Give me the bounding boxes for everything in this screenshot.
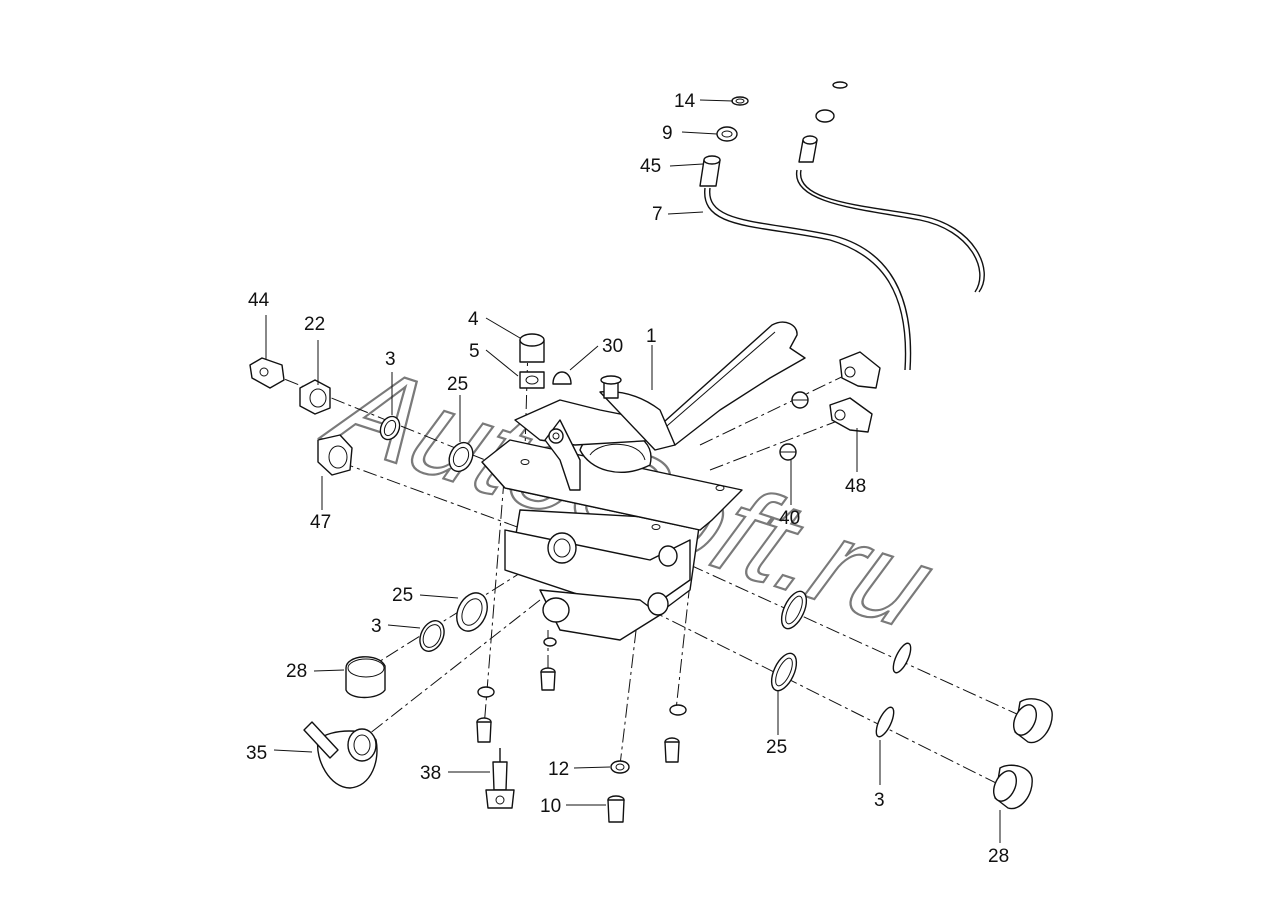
- washer-left-lower: [477, 686, 495, 698]
- callout-28-left: 28: [286, 661, 307, 682]
- o-ring-3-top: [379, 415, 401, 441]
- fitting-44: [249, 357, 285, 389]
- washer-14-b: [832, 81, 848, 89]
- seal-25-left: [456, 592, 488, 632]
- screw-center-lower: [540, 667, 556, 691]
- callout-45: 45: [640, 156, 661, 177]
- callout-30: 30: [602, 336, 623, 357]
- callout-3-left: 3: [371, 616, 382, 637]
- cap-4: [519, 333, 545, 363]
- nut-9-b: [815, 109, 835, 123]
- seal-25-right-upper: [780, 590, 808, 630]
- ball-40-b: [779, 443, 797, 461]
- plug-28-right-lower: [992, 764, 1033, 810]
- callout-4: 4: [468, 309, 479, 330]
- callout-25-left: 25: [392, 585, 413, 606]
- fitting-47: [317, 434, 353, 476]
- screw-10: [607, 795, 625, 823]
- callout-48: 48: [845, 476, 866, 497]
- sleeve-45-b: [798, 135, 818, 163]
- callout-3-top: 3: [385, 349, 396, 370]
- callout-25-bottom: 25: [766, 737, 787, 758]
- callout-7: 7: [652, 204, 663, 225]
- washer-center-lower: [543, 637, 557, 647]
- callout-9: 9: [662, 123, 673, 144]
- callout-47: 47: [310, 512, 331, 533]
- callout-14: 14: [674, 91, 696, 112]
- callout-25-top: 25: [447, 374, 468, 395]
- callout-35: 35: [246, 743, 267, 764]
- callout-labels: 14 9 45 7 44 22 3 25 4 5 30 1 47 48 40 2…: [246, 91, 1009, 867]
- callout-1: 1: [646, 326, 657, 347]
- drain-valve-35: [303, 721, 378, 789]
- callout-5: 5: [469, 341, 480, 362]
- elbow-48-lower: [829, 397, 873, 433]
- callout-44: 44: [248, 290, 270, 311]
- callout-22: 22: [304, 314, 325, 335]
- screw-right-lower: [664, 737, 680, 763]
- callout-28-bottom: 28: [988, 846, 1009, 867]
- plug-22: [299, 379, 331, 415]
- callout-38: 38: [420, 763, 441, 784]
- plug-28-left: [345, 656, 386, 699]
- nut-9: [716, 126, 738, 142]
- plug-28-right-upper: [1012, 698, 1053, 744]
- callout-12: 12: [548, 759, 569, 780]
- sleeve-45: [699, 155, 721, 187]
- hose-7: [704, 169, 985, 371]
- o-ring-3-left: [419, 620, 445, 652]
- washer-right-lower: [669, 704, 687, 716]
- screw-left-lower: [476, 717, 492, 743]
- nut-5: [519, 371, 545, 389]
- washer-12: [610, 760, 630, 774]
- callout-3-bottom: 3: [874, 790, 885, 811]
- callout-10: 10: [540, 796, 561, 817]
- elbow-48-upper: [839, 351, 881, 389]
- callout-40: 40: [779, 508, 800, 529]
- cap-30: [552, 371, 622, 399]
- seal-25-top: [448, 441, 474, 473]
- sensor-38: [485, 748, 515, 809]
- ball-40-a: [791, 391, 809, 409]
- o-ring-3-right-upper: [892, 642, 912, 674]
- washer-14: [731, 96, 749, 106]
- leader-lines: [265, 99, 1001, 843]
- seal-25-right-lower: [770, 652, 798, 692]
- pedal-lever: [599, 321, 806, 451]
- o-ring-3-right-lower: [875, 706, 895, 738]
- valve-body-1: [481, 399, 743, 641]
